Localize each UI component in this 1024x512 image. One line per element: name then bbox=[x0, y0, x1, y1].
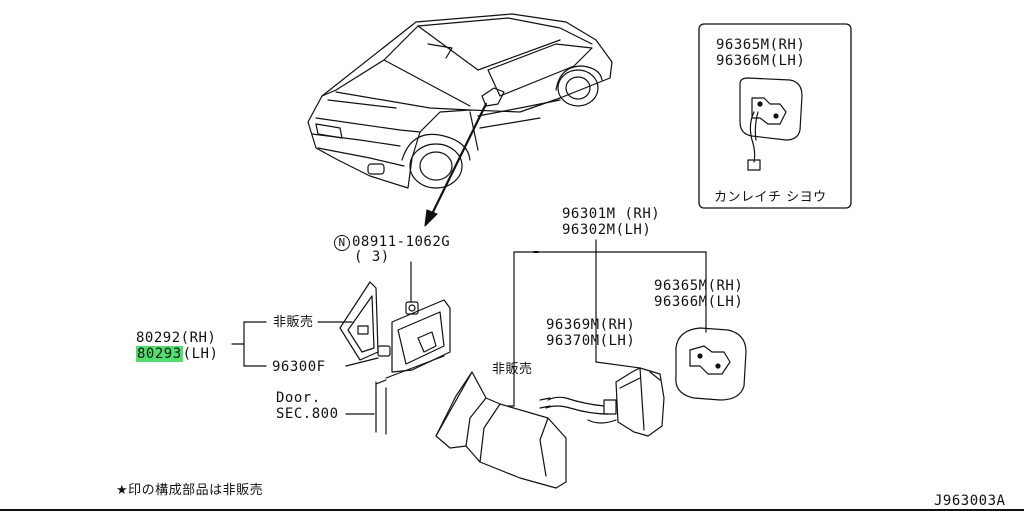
mirror-assembly-rh: 96301M (RH) bbox=[562, 206, 661, 222]
nut-symbol-icon: N bbox=[334, 235, 350, 251]
actuator-part-lh: 96370M(LH) bbox=[546, 333, 636, 349]
not-for-sale-label-2: 非販売 bbox=[492, 362, 533, 377]
mirror-glass bbox=[675, 327, 747, 401]
diagram-reference-code: J963003A bbox=[934, 493, 1006, 509]
bolt-number: 08911-1062G bbox=[352, 234, 451, 250]
mounting-base bbox=[339, 281, 451, 435]
actuator-part-rh: 96369M(RH) bbox=[546, 317, 636, 333]
inset-caption: カンレイチ シヨウ bbox=[714, 190, 827, 205]
actuator bbox=[539, 367, 665, 437]
door-ref-line1: Door. bbox=[276, 390, 321, 406]
mirror-housing bbox=[435, 371, 567, 489]
leader-lines bbox=[231, 239, 707, 415]
inset-part-lh: 96366M(LH) bbox=[716, 53, 806, 69]
inset-box bbox=[698, 23, 852, 209]
base-part: 96300F bbox=[272, 359, 326, 375]
footer-note: ★印の構成部品は非販売 bbox=[116, 483, 264, 498]
mirror-assembly-lh: 96302M(LH) bbox=[562, 222, 652, 238]
cover-part-lh: 80293(LH) bbox=[136, 346, 219, 362]
arrow-head bbox=[424, 209, 438, 227]
leader-arrow bbox=[430, 102, 488, 216]
cover-part-rh: 80292(RH) bbox=[136, 330, 217, 346]
not-for-sale-label-1: 非販売 bbox=[273, 315, 314, 330]
door-ref-line2: SEC.800 bbox=[276, 406, 339, 422]
glass-part-lh: 96366M(LH) bbox=[654, 294, 744, 310]
inset-part-rh: 96365M(RH) bbox=[716, 37, 806, 53]
cover-part-lh-number: 80293 bbox=[136, 346, 183, 362]
bolt-quantity: ( 3) bbox=[354, 249, 390, 265]
glass-part-rh: 96365M(RH) bbox=[654, 278, 744, 294]
car-illustration bbox=[307, 13, 613, 189]
